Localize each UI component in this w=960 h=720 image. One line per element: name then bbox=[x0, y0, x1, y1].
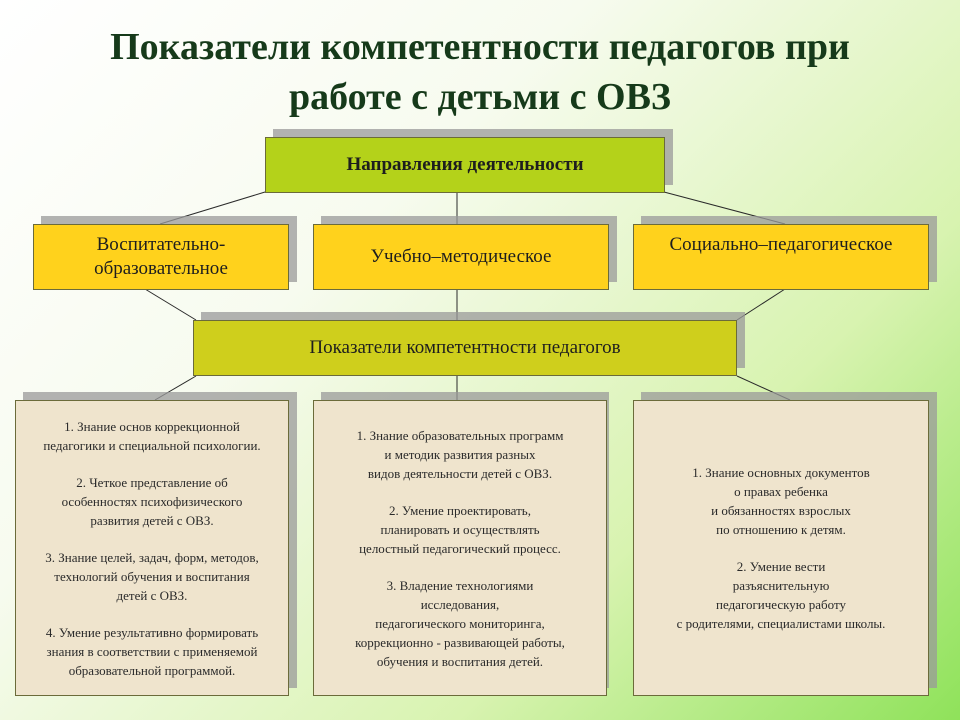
panel-1-item-4: 4. Умение результативно формировать знан… bbox=[45, 624, 259, 678]
slide-title: Показатели компетентности педагогов при … bbox=[20, 22, 940, 122]
panel-2-item-1: 1. Знание образовательных программ и мет… bbox=[356, 427, 564, 481]
panel-1-item-2: 2. Четкое представление об особенностях … bbox=[61, 474, 243, 528]
direction-label-1: Воспитательно- образовательное bbox=[94, 234, 228, 279]
connector-dir-left bbox=[144, 288, 197, 321]
direction-box-3: Социально–педагогическое bbox=[633, 224, 929, 290]
header-box-label: Направления деятельности bbox=[346, 154, 584, 175]
panel-3-item-1: 1. Знание основных документов о правах р… bbox=[692, 465, 870, 537]
panel-1: 1. Знание основ коррекционной педагогики… bbox=[15, 400, 289, 696]
indicators-box-label: Показатели компетентности педагогов bbox=[309, 337, 621, 358]
panel-1-item-1: 1. Знание основ коррекционной педагогики… bbox=[43, 418, 261, 453]
panel-2-item-2: 2. Умение проектировать, планировать и о… bbox=[359, 502, 561, 556]
panel-3-item-2: 2. Умение вести разъяснительную педагоги… bbox=[676, 559, 886, 631]
direction-label-3: Социально–педагогическое bbox=[669, 234, 893, 255]
panel-2-item-3: 3. Владение технологиями исследования, п… bbox=[355, 577, 565, 669]
direction-label-2: Учебно–методическое bbox=[370, 246, 552, 267]
direction-box-2: Учебно–методическое bbox=[313, 224, 609, 290]
panel-1-item-3: 3. Знание целей, задач, форм, методов, т… bbox=[45, 549, 259, 603]
title-line-1: Показатели компетентности педагогов при bbox=[110, 26, 850, 68]
panel-3: 1. Знание основных документов о правах р… bbox=[633, 400, 929, 696]
direction-box-1: Воспитательно- образовательное bbox=[33, 224, 289, 290]
title-line-2: работе с детьми с ОВЗ bbox=[289, 76, 671, 118]
connector-dir-right bbox=[736, 288, 786, 321]
panel-2: 1. Знание образовательных программ и мет… bbox=[313, 400, 607, 696]
indicators-box: Показатели компетентности педагогов bbox=[193, 320, 737, 376]
header-box: Направления деятельности bbox=[265, 137, 665, 193]
